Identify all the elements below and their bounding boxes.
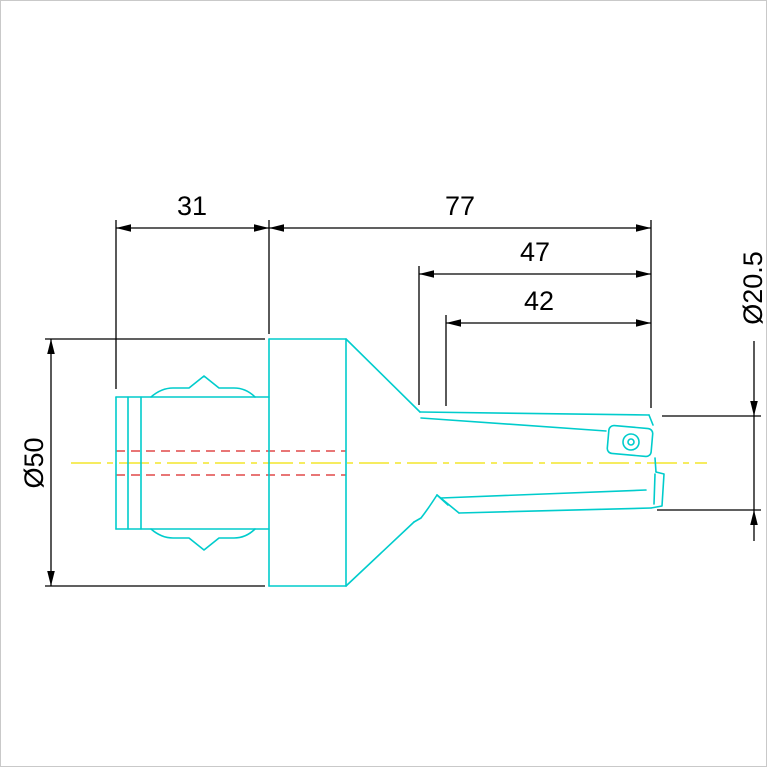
shank-outline [115,375,270,551]
arrow-left [116,224,131,232]
arrow-bottom [47,571,55,586]
dimension-dia50: Ø50 [19,338,265,587]
coolant-lines [116,450,346,476]
arrow-top [750,401,758,416]
insert-screw [622,433,640,451]
insert-screw-center [627,438,635,446]
arrow-left [419,270,434,278]
dimension-31: 31 [115,191,270,389]
insert-body [606,424,654,458]
dim-label-dia205: Ø20.5 [738,251,767,325]
dim-label-31: 31 [177,191,207,221]
tip-step [650,471,665,509]
flute-notch [413,494,438,523]
flange-outline [268,338,347,587]
shank-bottom-lobe [150,528,256,551]
taper-outline [345,338,421,587]
dimension-42: 42 [445,286,651,406]
arrow-left [446,319,461,327]
dimension-77: 77 [269,191,652,408]
arrow-right [636,224,651,232]
arrow-left [269,224,284,232]
flute-line-bottom [440,489,647,499]
flute-line-top [420,417,607,432]
arrow-right [636,270,651,278]
dimension-47: 47 [418,237,651,405]
dimension-dia205: Ø20.5 [657,251,767,541]
arrow-bottom [750,510,758,525]
shank-top-lobe [150,375,256,398]
arrow-top [47,339,55,354]
dim-label-dia50: Ø50 [19,437,49,488]
dim-label-42: 42 [524,286,554,316]
drill-body-outline [413,411,665,523]
arrow-right [254,224,269,232]
dim-label-47: 47 [520,237,550,267]
insert [606,424,654,458]
tool-outline [115,338,665,587]
arrow-right [636,319,651,327]
dim-label-77: 77 [445,191,475,221]
